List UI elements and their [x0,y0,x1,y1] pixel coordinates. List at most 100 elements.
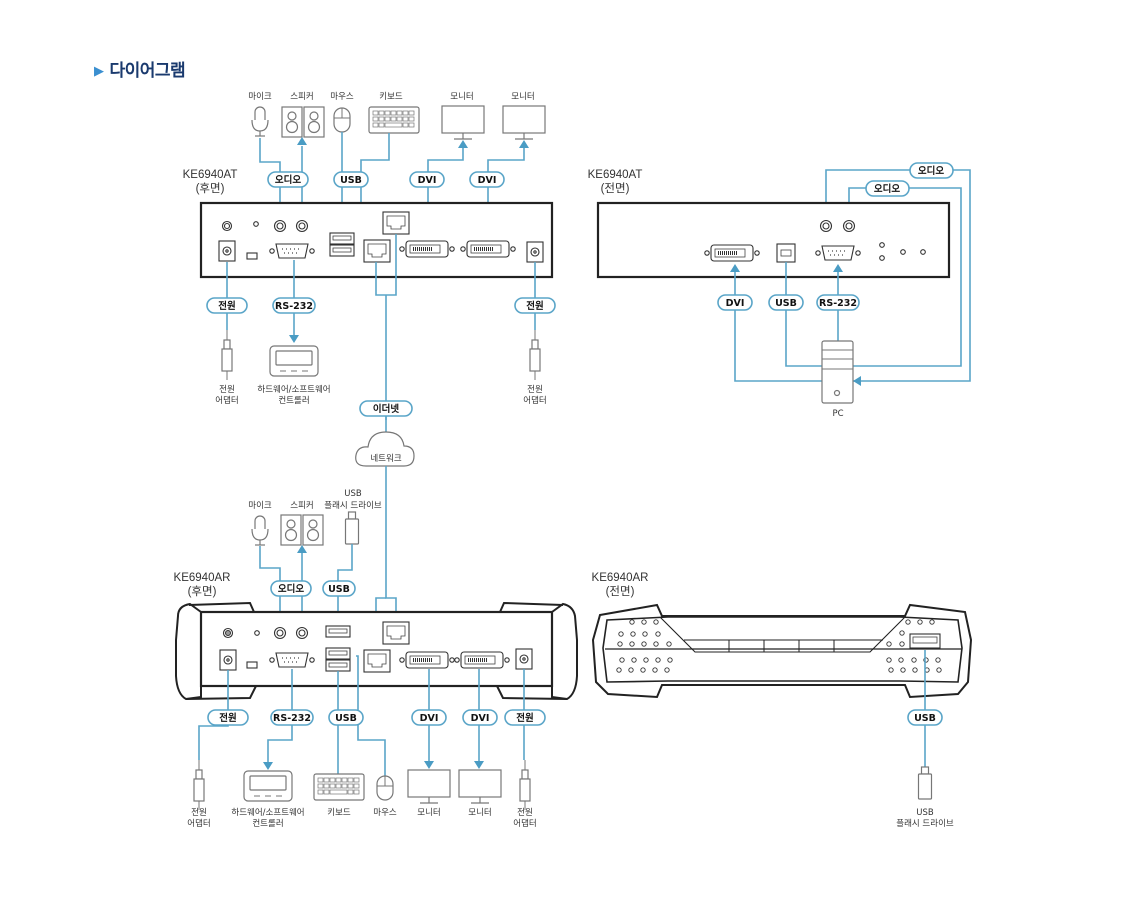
flash-drive-label: 플래시 드라이브 [896,818,954,829]
flash-drive-label: USB [916,808,934,818]
svg-text:USB: USB [335,713,357,724]
svg-text:USB: USB [914,713,936,724]
speaker-icon [280,514,302,546]
usb-port [325,659,351,672]
power-pill-right: 전원 [504,709,546,726]
svg-text:DVI: DVI [726,298,745,309]
pc-label: PC [832,409,843,419]
svg-text:전원: 전원 [218,300,235,312]
keyboard-label: 키보드 [379,92,403,102]
speaker-icon [281,106,303,138]
monitor-label-2: 모니터 [468,807,491,818]
svg-text:이더넷: 이더넷 [373,403,399,415]
audio-pill-top: 오디오 [909,162,954,179]
monitor-icon [502,105,546,140]
rs232-pill: RS-232 [816,294,860,311]
usb-b-port [776,243,796,263]
usb-port [909,633,941,649]
svg-text:DVI: DVI [418,175,437,186]
cloud-icon [355,431,415,467]
speaker-icon [303,106,325,138]
usb-port [325,625,351,638]
svg-text:DVI: DVI [420,713,439,724]
page-title: ▶다이어그램 [94,56,186,81]
usb-flash-drive-icon [917,766,933,800]
mouse-label: 마우스 [330,92,354,102]
power-pill-right: 전원 [514,297,556,314]
power-pill-left: 전원 [207,709,249,726]
ethernet-port [382,621,410,645]
speaker-label: 스피커 [290,92,313,102]
keyboard-icon [368,106,420,134]
dvi-pill: DVI [717,294,753,311]
power-adapter-label: 전원 [517,807,533,818]
power-adapter-label: 전원 [527,384,543,395]
power-pill-left: 전원 [206,297,248,314]
dvi-pill-2: DVI [469,171,505,188]
tx-rear-view: (후면) [196,182,225,195]
keyboard-icon [313,773,365,801]
usb-flash-drive-icon [344,511,360,545]
dvi-pill-1: DVI [411,709,447,726]
power-adapter-label: 전원 [191,807,207,818]
mouse-label: 마우스 [373,808,397,818]
svg-text:전원: 전원 [219,712,236,724]
speaker-icon [302,514,324,546]
monitor-label-1: 모니터 [450,91,473,102]
svg-text:전원: 전원 [516,712,533,724]
controller-label: 컨트롤러 [252,818,283,829]
power-adapter-label: 전원 [219,384,235,395]
network-section: 이더넷 네트워크 [355,400,415,650]
power-adapter-icon [519,759,531,811]
svg-text:오디오: 오디오 [278,583,304,595]
rx-front-view: (전면) [606,585,635,598]
svg-text:오디오: 오디오 [275,174,301,186]
mic-label: 마이크 [248,500,272,511]
tx-front-model: KE6940AT [588,169,643,181]
controller-label: 컨트롤러 [278,395,309,406]
usb-pill-top: USB [322,580,356,597]
pc-tower-icon [821,340,854,404]
power-adapter-icon [529,329,541,381]
monitor-icon [407,769,451,804]
usb-pill-bottom: USB [328,709,364,726]
ethernet-pill: 이더넷 [359,400,413,417]
power-adapter-label: 어댑터 [523,395,546,406]
controller-icon [243,770,293,802]
network-label: 네트워크 [370,454,401,464]
svg-text:RS-232: RS-232 [819,298,857,309]
power-adapter-label: 어댑터 [187,818,210,829]
dvi-pill-1: DVI [409,171,445,188]
microphone-icon [251,515,269,546]
usb-pill: USB [768,294,804,311]
dvi-pill-2: DVI [462,709,498,726]
audio-pill: 오디오 [267,171,309,188]
keyboard-label: 키보드 [327,808,351,818]
svg-text:오디오: 오디오 [918,165,944,177]
power-adapter-label: 어댑터 [215,395,238,406]
svg-text:RS-232: RS-232 [273,713,311,724]
svg-text:오디오: 오디오 [874,183,900,195]
usb-pill: USB [907,709,943,726]
monitor-label-2: 모니터 [511,91,534,102]
ke6940ar-rear-panel [199,610,554,688]
ethernet-port [382,211,410,235]
ethernet-port [363,649,391,673]
ke6940ar-front-panel [591,603,973,699]
audio-pill-second: 오디오 [865,180,910,197]
receiver-rear-section: KE6940AR (후면) 마이크 스피커 USB 플래시 드라이브 오디오 U… [174,489,578,829]
svg-text:DVI: DVI [478,175,497,186]
usb-port [329,232,355,245]
rs232-pill: RS-232 [272,297,316,314]
flash-drive-label: 플래시 드라이브 [324,500,382,511]
mic-label: 마이크 [248,91,272,102]
svg-text:전원: 전원 [526,300,543,312]
svg-text:DVI: DVI [471,713,490,724]
transmitter-front-section: KE6940AT (전면) 오디오 오디오 DVI USB RS-232 [588,162,971,419]
svg-text:USB: USB [328,584,350,595]
power-adapter-icon [193,759,205,811]
receiver-front-section: KE6940AR (전면) [591,572,973,829]
svg-text:USB: USB [340,175,362,186]
svg-text:RS-232: RS-232 [275,301,313,312]
